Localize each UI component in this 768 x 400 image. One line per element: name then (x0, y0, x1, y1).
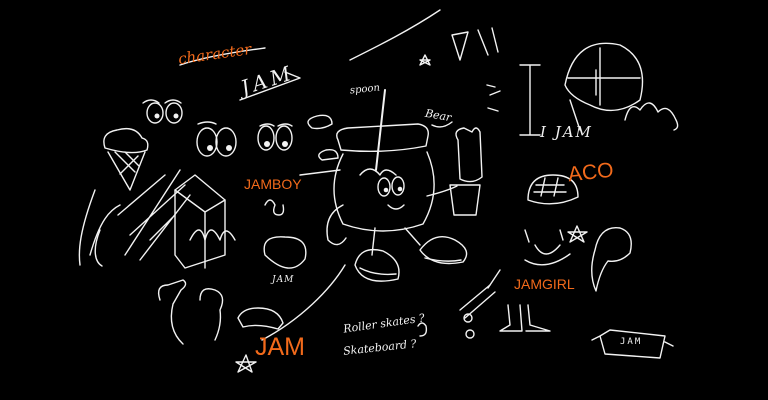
jamboy-label: JAMBOY (244, 176, 302, 192)
head-construction-sketch (564, 42, 644, 131)
eyes-sketch-3 (257, 123, 293, 151)
hatched-cube-sketch (89, 169, 236, 269)
banner-sketch (591, 329, 674, 359)
jam-big-label: JAM (255, 333, 305, 361)
triangle-sketch-1 (451, 31, 469, 61)
blob-sketch (263, 236, 307, 269)
boots-sketch (499, 304, 551, 332)
jam-top-underline (239, 71, 301, 101)
star-sketch-bottom (235, 354, 257, 373)
squiggle-1 (264, 199, 285, 216)
jam-jar-character (326, 123, 468, 282)
tongue-face-sketch (591, 226, 632, 292)
small-cloud-sketch (307, 114, 333, 130)
question-squiggle (417, 322, 428, 337)
jamgirl-label: JAMGIRL (514, 276, 575, 292)
star-sketch-right (567, 225, 588, 243)
small-blob-sketch (318, 148, 339, 161)
letter-i-sketch (519, 64, 541, 136)
bun-sketch (527, 174, 579, 205)
radiating-lines (486, 84, 501, 112)
jam-banner-label: JAM (620, 337, 643, 347)
top-sweep-line (349, 9, 441, 61)
smile-sketch (534, 244, 561, 255)
smile-eyes (524, 229, 564, 243)
bear-cup-sketch (431, 121, 483, 216)
spoon-handle (375, 89, 386, 171)
ice-cream-cone-sketch (103, 127, 149, 191)
jam-big-pointer (261, 264, 346, 341)
eyes-sketch-1 (142, 99, 183, 124)
i-jam-label: I JAM (540, 123, 593, 141)
left-swoosh-line-2 (94, 229, 103, 267)
jam-blob-label: JAM (272, 275, 295, 285)
left-swoosh-line (78, 189, 96, 266)
character-underline (179, 47, 266, 66)
aco-label: ACO (566, 158, 615, 187)
tick-marks (477, 27, 499, 56)
cloud-bumps-sketch (624, 102, 679, 131)
sparkle-sketch (419, 54, 431, 66)
hand-sketches (157, 279, 284, 345)
smile-underline (524, 253, 571, 266)
jamboy-pointer (299, 169, 341, 176)
skateboard-sketch (459, 269, 501, 339)
eyes-sketch-2 (196, 121, 237, 157)
